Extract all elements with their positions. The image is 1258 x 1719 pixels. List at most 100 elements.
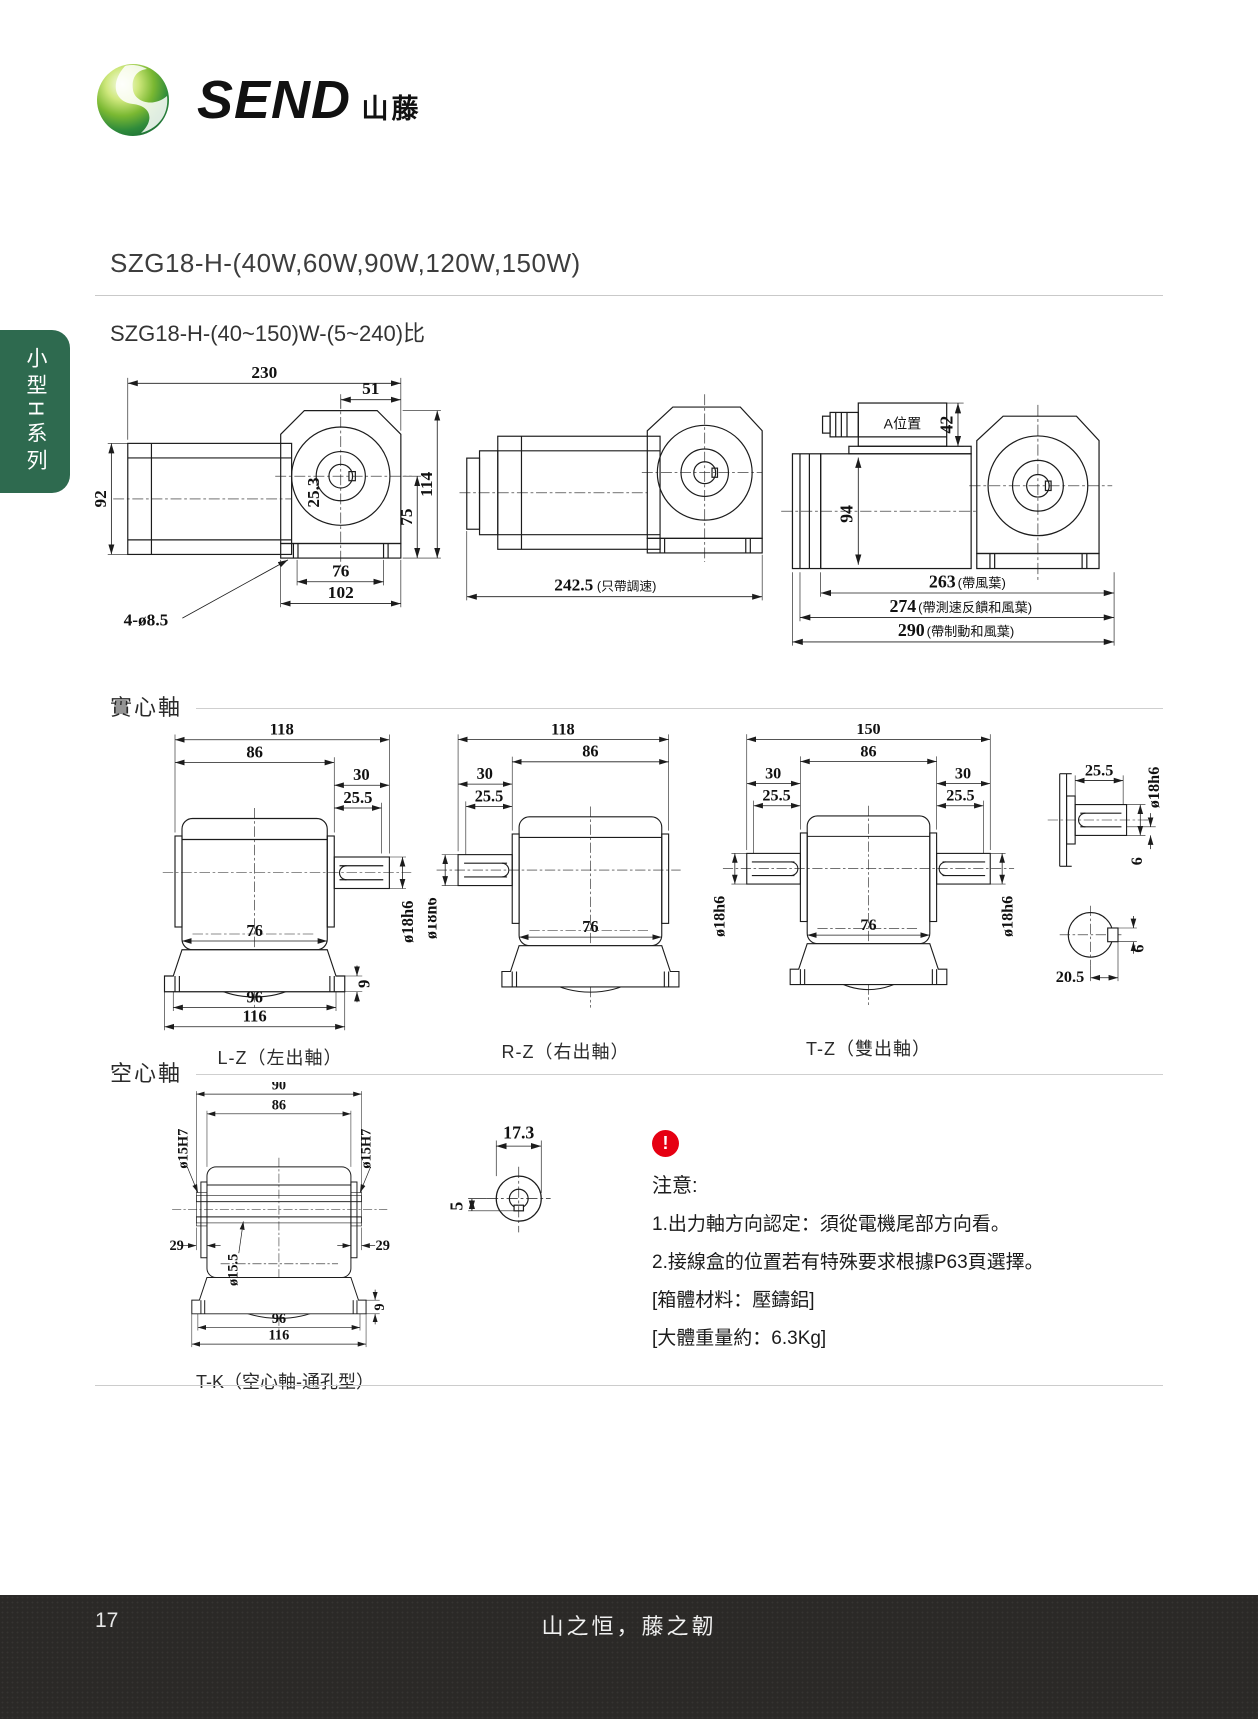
- dim-face: 76: [860, 917, 876, 934]
- rear-view-drawing: A位置 42 94: [781, 402, 1115, 646]
- footer-slogan: 山之恒，藤之韌: [541, 1614, 717, 1639]
- dim-key-top: 17.3: [503, 1123, 534, 1143]
- dim-bore-dia: ø15.5: [225, 1254, 241, 1286]
- dim-key-len: 25.5: [1085, 760, 1113, 779]
- section-solid-label: 實心軸: [110, 695, 183, 720]
- terminal-box: [821, 402, 948, 447]
- front-view-drawing: 230 51 92 25.3 75 114 76 102 4-ø8.5: [95, 363, 441, 629]
- shaft-end-view: [1059, 905, 1122, 966]
- dim-shaft-dia: ø18h6: [1144, 767, 1163, 809]
- extension-lines: [466, 531, 763, 601]
- centerlines: [459, 394, 763, 563]
- dim-total: 118: [270, 724, 294, 739]
- base-slots: [174, 976, 335, 992]
- dim-face: 76: [246, 921, 263, 940]
- dimensions: 118 86 30 25.5 ø18h6 76: [428, 724, 669, 940]
- dim-axis-offset: 25.3: [304, 477, 323, 508]
- dim-base-width: 102: [328, 583, 354, 602]
- tz-label: T-Z（雙出軸）: [806, 1039, 931, 1060]
- section-solid-shaft: 實心軸: [110, 690, 1163, 722]
- dim-shaft-dia-left: ø18h6: [712, 896, 729, 937]
- len-fan-value: 263: [929, 571, 956, 591]
- alert-icon: !: [652, 1130, 679, 1157]
- dimensions: 90 86 ø15H7 ø15H7 29 29 ø15.5 9 96 116: [169, 1082, 390, 1347]
- dim-body: 86: [582, 742, 598, 761]
- dim-boss-left: 29: [169, 1238, 183, 1254]
- dim-key-len: 25.5: [343, 788, 372, 807]
- lz-label: L-Z（左出軸）: [217, 1047, 343, 1068]
- dimensions: 150 86 30 30 25.5 25.5 ø18h6 ø18h6: [712, 724, 1016, 938]
- dim-key-len: 25.5: [475, 786, 504, 805]
- dim-key-len-right: 25.5: [946, 788, 974, 805]
- rz-drawing: 118 86 30 25.5 ø18h6 76: [428, 724, 681, 1008]
- dimensions: 118 86 30 25.5 ø18h6 76 9 96: [164, 724, 417, 1030]
- dim-len-brake: 290(帶制動和風葉): [898, 620, 1014, 640]
- dim-shaft-len-left: 30: [765, 765, 781, 782]
- note-weight: [大體重量約：6.3Kg]: [652, 1328, 827, 1349]
- dim-center-height: 75: [397, 508, 416, 525]
- dim-body: 86: [246, 742, 263, 761]
- rz-label: R-Z（右出軸）: [501, 1041, 630, 1062]
- dim-foot: 96: [272, 1311, 286, 1327]
- solid-shaft-views: 118 86 30 25.5 ø18h6 76 9 96: [140, 724, 1184, 1070]
- note-line-1: 1.出力軸方向認定：須從電機尾部方向看。: [652, 1214, 1010, 1235]
- bore-end-view: 17.3 5: [447, 1123, 551, 1233]
- mount-base: [163, 949, 346, 993]
- dim-boss-right: 29: [376, 1238, 390, 1254]
- dim-shaft-len: 30: [477, 764, 493, 783]
- tz-column: 150 86 30 30 25.5 25.5 ø18h6 ø18h6: [711, 724, 1026, 1061]
- dim-body-dia: 94: [837, 505, 857, 523]
- section-hollow-shaft: 空心軸: [110, 1056, 1163, 1088]
- brand-logo: SEND 山藤: [95, 62, 421, 138]
- dim-foot-h: 9: [372, 1303, 388, 1310]
- lz-column: 118 86 30 25.5 ø18h6 76 9 96: [140, 724, 420, 1070]
- model-subtitle: SZG18-H-(40~150)W-(5~240)比: [110, 321, 426, 346]
- note-material: [箱體材料：壓鑄鋁]: [652, 1290, 815, 1311]
- dim-bore-right: ø15H7: [359, 1129, 375, 1169]
- series-tab: 小型H系列: [0, 330, 70, 493]
- dim-foot-span: 76: [332, 561, 350, 580]
- dim-shaft-dia-right: ø18h6: [999, 896, 1016, 937]
- side-view-drawing: 242.5 (只帶調速): [459, 394, 763, 601]
- dim-body: 86: [272, 1097, 286, 1113]
- dim-length-note: (只帶調速): [597, 578, 657, 593]
- lz-drawing: 118 86 30 25.5 ø18h6 76 9 96: [162, 724, 417, 1031]
- series-tab-label: 小型H系列: [24, 346, 47, 477]
- dim-body: 86: [860, 743, 876, 760]
- note-line-2: 2.接線盒的位置若有特殊要求根據P63頁選擇。: [652, 1252, 1044, 1273]
- dimensions: 230 51 92 25.3 75 114 76 102 4-ø8.5: [95, 363, 441, 629]
- dim-total: 150: [856, 724, 880, 738]
- dim-len-fan: 263(帶風葉): [929, 571, 1006, 591]
- dim-face: 76: [582, 917, 598, 936]
- dim-length-value: 242.5: [554, 575, 593, 594]
- bottom-divider: [95, 1385, 1163, 1386]
- mount-base: [501, 945, 680, 988]
- dim-total-length: 242.5 (只帶調速): [554, 575, 656, 594]
- extension-lines: [441, 734, 669, 886]
- page-title: SZG18-H-(40W,60W,90W,120W,150W): [110, 248, 581, 278]
- dim-foot-h: 9: [354, 980, 373, 988]
- dim-total-width: 230: [251, 363, 277, 382]
- base-slots: [200, 1300, 358, 1314]
- dim-len-tacho: 274(帶測速反饋和風葉): [889, 596, 1032, 616]
- dim-key-depth: 6: [1127, 857, 1146, 865]
- dim-head-height: 114: [417, 471, 436, 496]
- len-brake-note: (帶制動和風葉): [927, 624, 1015, 639]
- shaft-detail-column: 25.5 ø18h6 6 20.5 6: [1034, 724, 1184, 1015]
- globe-icon: [97, 64, 169, 136]
- tk-label: T-K（空心軸-通孔型）: [196, 1372, 374, 1392]
- len-fan-note: (帶風葉): [958, 575, 1006, 590]
- dimensions: 25.5 ø18h6 6: [1075, 760, 1163, 865]
- dim-shaft-dia: ø18h6: [428, 897, 441, 939]
- extension-lines: [107, 377, 441, 608]
- end-view-dims: 20.5 6: [1056, 915, 1148, 986]
- dimensions: 42 94 263(帶風葉) 274(帶測速反饋和風葉) 290(帶制動和風葉): [792, 403, 1115, 645]
- dim-head-width: 51: [362, 379, 379, 398]
- terminal-box-label: A位置: [884, 415, 922, 431]
- dim-key-len-left: 25.5: [762, 788, 790, 805]
- dim-key-off: 20.5: [1056, 967, 1084, 986]
- dim-boss-span: 90: [272, 1082, 286, 1094]
- dim-box-height: 42: [936, 416, 956, 434]
- extension-lines: [468, 1140, 542, 1212]
